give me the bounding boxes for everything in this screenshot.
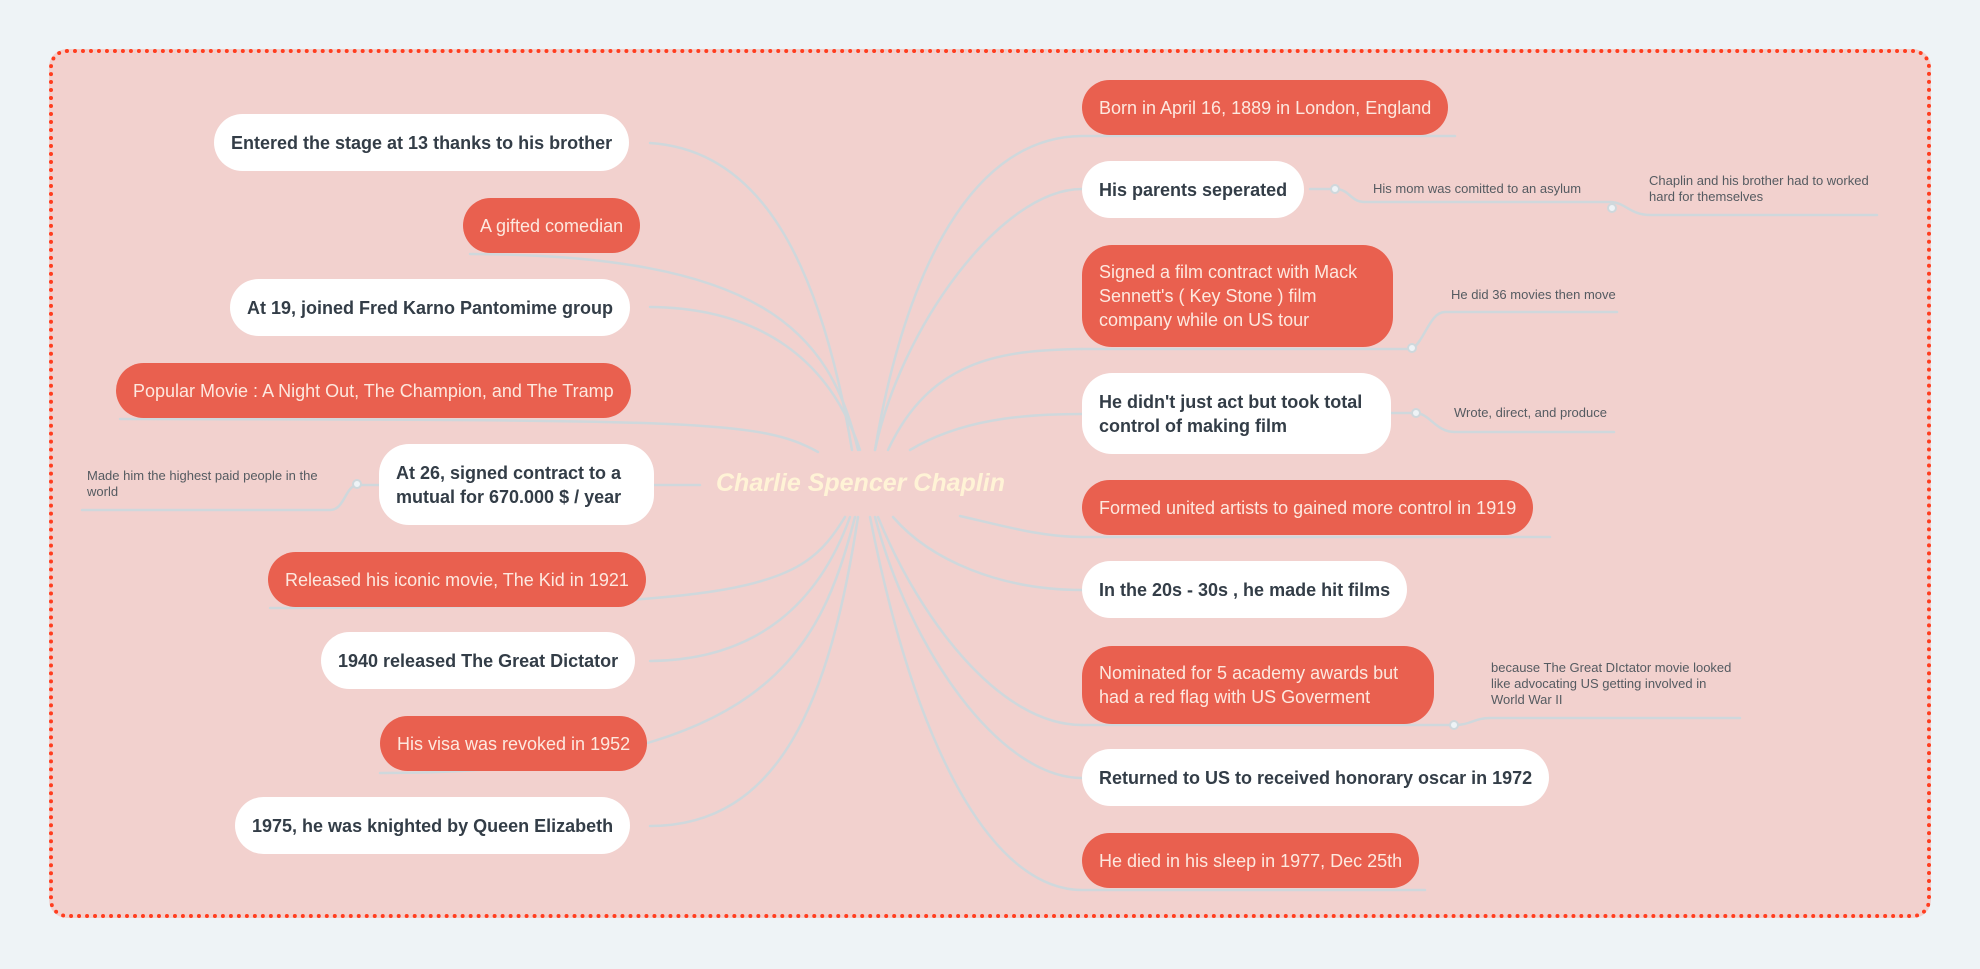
node-label: Released his iconic movie, The Kid in 19… xyxy=(285,569,629,590)
node-label: He didn't just act but took total contro… xyxy=(1099,391,1363,436)
right-node-parents-separated[interactable]: His parents seperated xyxy=(1082,161,1305,218)
node-label: At 19, joined Fred Karno Pantomime group xyxy=(247,297,614,318)
note-mom-asylum[interactable]: His mom was comitted to an asylum xyxy=(1373,181,1582,196)
left-sub-toggle-dot[interactable] xyxy=(352,479,362,489)
academy-toggle-dot[interactable] xyxy=(1449,720,1459,730)
node-label: 1975, he was knighted by Queen Elizabeth xyxy=(252,815,614,836)
left-node-great-dictator[interactable]: 1940 released The Great Dictator xyxy=(321,632,636,689)
right-node-united-artists[interactable]: Formed united artists to gained more con… xyxy=(1082,480,1534,535)
left-node-knighted[interactable]: 1975, he was knighted by Queen Elizabeth xyxy=(235,797,631,854)
film-contract-toggle-dot[interactable] xyxy=(1407,343,1417,353)
node-label: His parents seperated xyxy=(1099,179,1288,200)
node-label: Nominated for 5 academy awards but had a… xyxy=(1099,663,1399,707)
right-node-honorary-oscar[interactable]: Returned to US to received honorary osca… xyxy=(1082,749,1550,806)
note-great-dictator-ww2[interactable]: because The Great DIctator movie looked … xyxy=(1491,660,1732,707)
node-label: Signed a film contract with Mack Sennett… xyxy=(1099,262,1358,330)
asylum-toggle-dot[interactable] xyxy=(1607,203,1617,213)
right-node-film-contract[interactable]: Signed a film contract with Mack Sennett… xyxy=(1082,245,1393,347)
node-label: A gifted comedian xyxy=(480,215,624,236)
node-label: Entered the stage at 13 thanks to his br… xyxy=(231,132,613,153)
node-label: His visa was revoked in 1952 xyxy=(397,733,631,754)
left-node-popular-movies[interactable]: Popular Movie : A Night Out, The Champio… xyxy=(116,363,631,418)
parents-toggle-dot[interactable] xyxy=(1330,184,1340,194)
node-label: Returned to US to received honorary osca… xyxy=(1099,767,1533,788)
total-control-toggle-dot[interactable] xyxy=(1411,408,1421,418)
left-node-fred-karno[interactable]: At 19, joined Fred Karno Pantomime group xyxy=(230,279,631,336)
note-worked-hard[interactable]: Chaplin and his brother had to worked ha… xyxy=(1649,173,1869,204)
left-node-visa-revoked[interactable]: His visa was revoked in 1952 xyxy=(380,716,648,771)
left-node-the-kid[interactable]: Released his iconic movie, The Kid in 19… xyxy=(268,552,646,607)
node-label: Popular Movie : A Night Out, The Champio… xyxy=(133,380,614,401)
right-node-died[interactable]: He died in his sleep in 1977, Dec 25th xyxy=(1082,833,1420,888)
node-label: 1940 released The Great Dictator xyxy=(338,650,619,671)
right-node-born[interactable]: Born in April 16, 1889 in London, Englan… xyxy=(1082,80,1449,135)
left-node-stage-at-13[interactable]: Entered the stage at 13 thanks to his br… xyxy=(214,114,630,171)
note-highest-paid[interactable]: Made him the highest paid people in the … xyxy=(87,468,318,499)
right-node-academy-awards[interactable]: Nominated for 5 academy awards but had a… xyxy=(1082,646,1434,724)
central-topic[interactable]: Charlie Spencer Chaplin xyxy=(716,469,1005,497)
node-label: Born in April 16, 1889 in London, Englan… xyxy=(1099,97,1432,118)
left-node-gifted-comedian[interactable]: A gifted comedian xyxy=(463,198,641,253)
note-36-movies[interactable]: He did 36 movies then move xyxy=(1451,287,1616,302)
node-label: Formed united artists to gained more con… xyxy=(1099,497,1517,518)
node-label: In the 20s - 30s , he made hit films xyxy=(1099,579,1391,600)
note-wrote-direct-produce[interactable]: Wrote, direct, and produce xyxy=(1454,405,1607,420)
node-label: At 26, signed contract to a mutual for 6… xyxy=(396,462,622,507)
left-node-mutual-contract[interactable]: At 26, signed contract to a mutual for 6… xyxy=(379,444,654,525)
right-node-hit-films[interactable]: In the 20s - 30s , he made hit films xyxy=(1082,561,1408,618)
right-node-total-control[interactable]: He didn't just act but took total contro… xyxy=(1082,373,1391,454)
node-label: He died in his sleep in 1977, Dec 25th xyxy=(1099,850,1403,871)
